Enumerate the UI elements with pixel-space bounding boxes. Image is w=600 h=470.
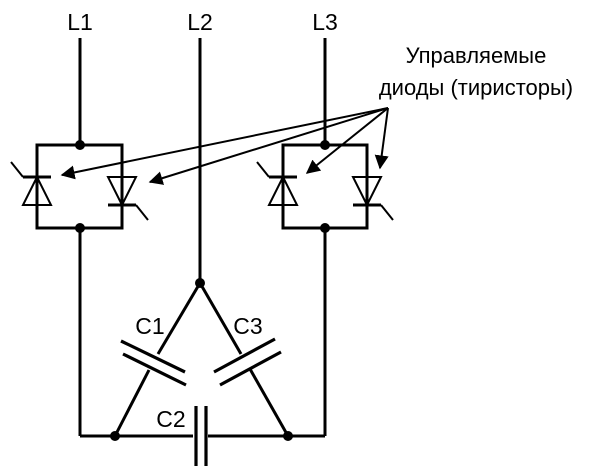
arrow-to-right-thyristor-2	[374, 107, 389, 170]
capacitor-label-c3: C3	[233, 313, 262, 339]
node-dot	[75, 140, 85, 150]
arrow-to-left-thyristor-1	[60, 107, 389, 180]
phase-label-l3: L3	[312, 9, 338, 35]
annotation-line-2: диоды (тиристоры)	[379, 75, 573, 100]
node-dot	[110, 431, 120, 441]
phase-label-l2: L2	[187, 9, 213, 35]
capacitor-c3	[198, 282, 290, 437]
phase-label-l1: L1	[67, 9, 93, 35]
capacitor-c1	[113, 282, 202, 437]
arrow-to-right-thyristor-1	[305, 107, 389, 174]
capacitor-label-c1: C1	[135, 313, 164, 339]
thyristor-pair-left	[10, 143, 149, 230]
annotation-arrows	[60, 107, 389, 185]
annotation-line-1: Управляемые	[406, 43, 547, 68]
capacitor-label-c2: C2	[156, 406, 185, 432]
node-dot	[320, 140, 330, 150]
node-dot	[283, 431, 293, 441]
node-dot	[195, 278, 205, 288]
arrow-to-left-thyristor-2	[148, 107, 389, 185]
capacitor-c2	[115, 406, 288, 466]
